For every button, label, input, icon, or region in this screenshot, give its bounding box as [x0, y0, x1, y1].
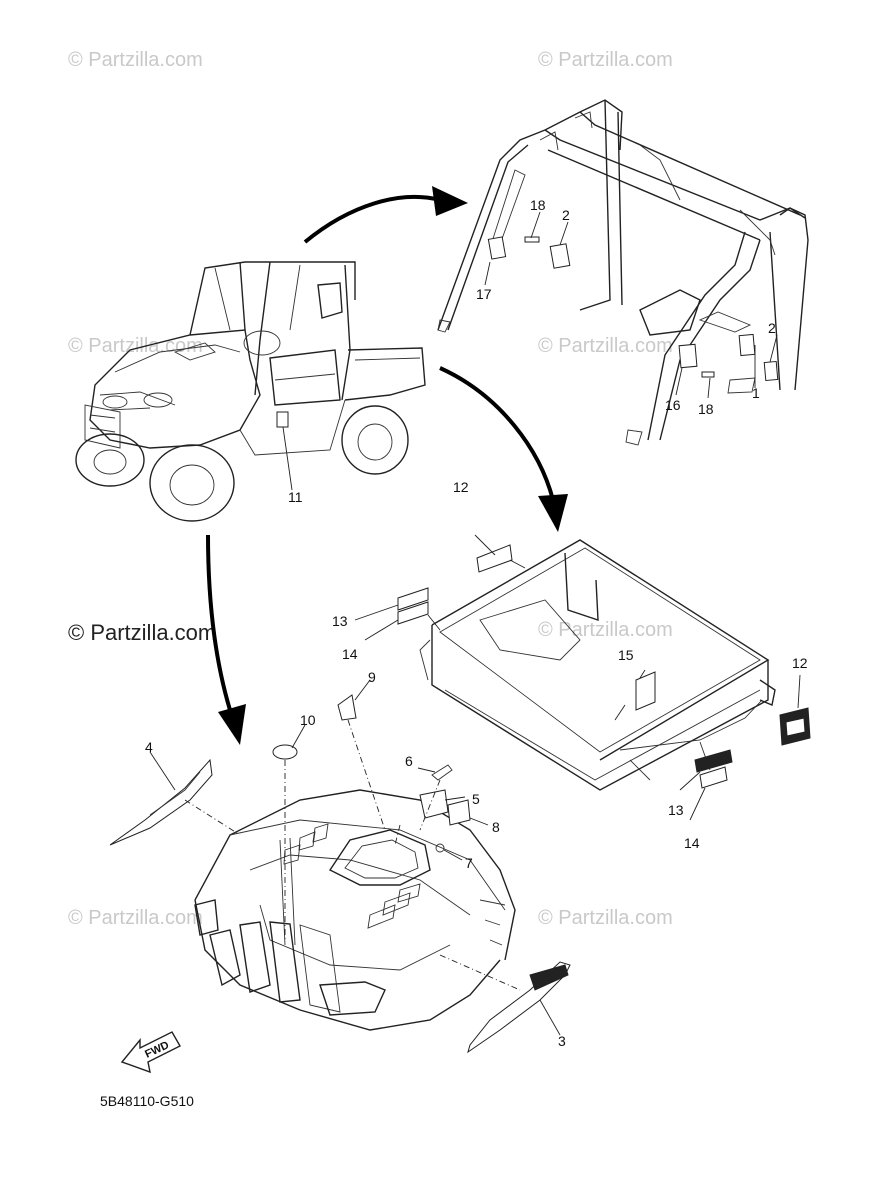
callout-11: 11 — [288, 489, 303, 505]
callout-2-top: 2 — [562, 207, 570, 223]
decal-11-outline — [276, 411, 289, 428]
cargo-bed — [354, 534, 811, 821]
watermark-low-right: © Partzilla.com — [538, 907, 673, 929]
callout-12-bed: 12 — [453, 479, 469, 495]
callout-13-right: 13 — [668, 802, 684, 818]
front-hood — [109, 679, 571, 1054]
callout-10: 10 — [300, 712, 316, 728]
callout-16: 16 — [665, 397, 681, 413]
fwd-arrow: FWD — [120, 1031, 181, 1074]
callout-14-left: 14 — [342, 646, 358, 662]
watermark-low-left: © Partzilla.com — [68, 907, 203, 929]
callout-5: 5 — [472, 791, 480, 807]
callout-17: 17 — [476, 286, 492, 302]
watermark-center-right: © Partzilla.com — [538, 619, 673, 641]
watermark-top-right: © Partzilla.com — [538, 49, 673, 71]
rops-frame — [437, 99, 809, 446]
callouts: 1 2 2 3 4 5 6 7 8 9 10 11 12 12 13 13 14… — [145, 197, 808, 1049]
arrow-to-rops-head — [432, 186, 468, 216]
callout-15: 15 — [618, 647, 634, 663]
watermarks: © Partzilla.com © Partzilla.com © Partzi… — [68, 49, 673, 929]
watermark-mid-left: © Partzilla.com — [68, 335, 203, 357]
watermark-main: © Partzilla.com — [68, 620, 216, 645]
callout-4: 4 — [145, 739, 153, 755]
watermark-mid-right: © Partzilla.com — [538, 335, 673, 357]
callout-9: 9 — [368, 669, 376, 685]
direction-arrows — [206, 186, 568, 745]
callout-6: 6 — [405, 753, 413, 769]
callout-1: 1 — [752, 385, 760, 401]
arrow-to-bed — [439, 366, 555, 501]
arrow-to-hood-head — [218, 704, 246, 745]
callout-2-right: 2 — [768, 320, 776, 336]
callout-3: 3 — [558, 1033, 566, 1049]
arrow-to-hood — [206, 534, 232, 711]
diagram-code: 5B48110-G510 — [100, 1093, 194, 1109]
fwd-arrow-icon — [120, 1031, 181, 1074]
callout-14-right: 14 — [684, 835, 700, 851]
arrow-to-bed-head — [538, 494, 568, 532]
watermark-top-left: © Partzilla.com — [68, 49, 203, 71]
arrow-to-rops — [303, 195, 441, 244]
callout-13-left: 13 — [332, 613, 348, 629]
vehicle-overview — [75, 261, 426, 522]
callout-18-right: 18 — [698, 401, 714, 417]
callout-12-side: 12 — [792, 655, 808, 671]
callout-18-top: 18 — [530, 197, 546, 213]
callout-7: 7 — [465, 855, 473, 871]
callout-8: 8 — [492, 819, 500, 835]
